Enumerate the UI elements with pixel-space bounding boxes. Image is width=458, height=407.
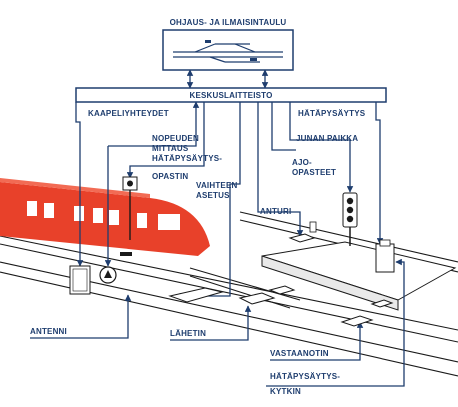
- label-switch-2: ASETUS: [196, 191, 230, 200]
- label-emergency-stop: HÄTÄPYSÄYTYS: [298, 109, 366, 118]
- label-cable: KAAPELIYHTEYDET: [88, 109, 169, 118]
- train: [0, 178, 210, 256]
- control-panel: OHJAUS- JA ILMAISINTAULU: [162, 18, 294, 71]
- sensor-device: [288, 221, 317, 243]
- emergency-stop-signal-icon: [122, 176, 138, 240]
- label-train-position: JUNAN PAIKKA: [296, 134, 358, 143]
- label-estop-signal-2: OPASTIN: [152, 172, 188, 181]
- central-equipment-box: [75, 87, 387, 103]
- train-windows: [27, 201, 180, 230]
- control-panel-box: [162, 29, 294, 71]
- connection-lines: [30, 101, 405, 387]
- label-antenna: ANTENNI: [30, 327, 67, 336]
- antenna-device: [69, 265, 91, 295]
- panel-links: [186, 69, 269, 89]
- label-estop-signal-1: HÄTÄPYSÄYTYS-: [152, 154, 222, 163]
- speed-sensor-icon: [99, 266, 117, 284]
- track-schematic-icon: [173, 43, 283, 63]
- platform-edge: [261, 255, 399, 311]
- transmitter-pads: [168, 285, 296, 305]
- label-driving-signals-1: AJO-: [292, 158, 312, 167]
- receiver-pads: [340, 299, 394, 327]
- emergency-stop-switch-box: [375, 239, 395, 273]
- central-equipment-label: KESKUSLAITTEISTO: [189, 91, 272, 100]
- label-speed-1: NOPEUDEN: [152, 134, 199, 143]
- train-roof: [0, 178, 150, 198]
- control-panel-title: OHJAUS- JA ILMAISINTAULU: [170, 18, 287, 27]
- traffic-signal-icon: [342, 192, 358, 246]
- label-estop-switch-2: KYTKIN: [270, 387, 301, 396]
- label-receiver: VASTAANOTIN: [270, 349, 329, 358]
- central-equipment: KESKUSLAITTEISTO: [75, 87, 387, 103]
- label-estop-switch-1: HÄTÄPYSÄYTYS-: [270, 372, 340, 381]
- label-sensor: ANTURI: [260, 207, 291, 216]
- labels: KAAPELIYHTEYDET NOPEUDEN MITTAUS HÄTÄPYS…: [30, 109, 366, 396]
- label-driving-signals-2: OPASTEET: [292, 168, 336, 177]
- label-switch-1: VAIHTEEN: [196, 181, 237, 190]
- train-body: [0, 182, 210, 256]
- label-transmitter: LÄHETIN: [170, 329, 206, 338]
- label-speed-2: MITTAUS: [152, 144, 189, 153]
